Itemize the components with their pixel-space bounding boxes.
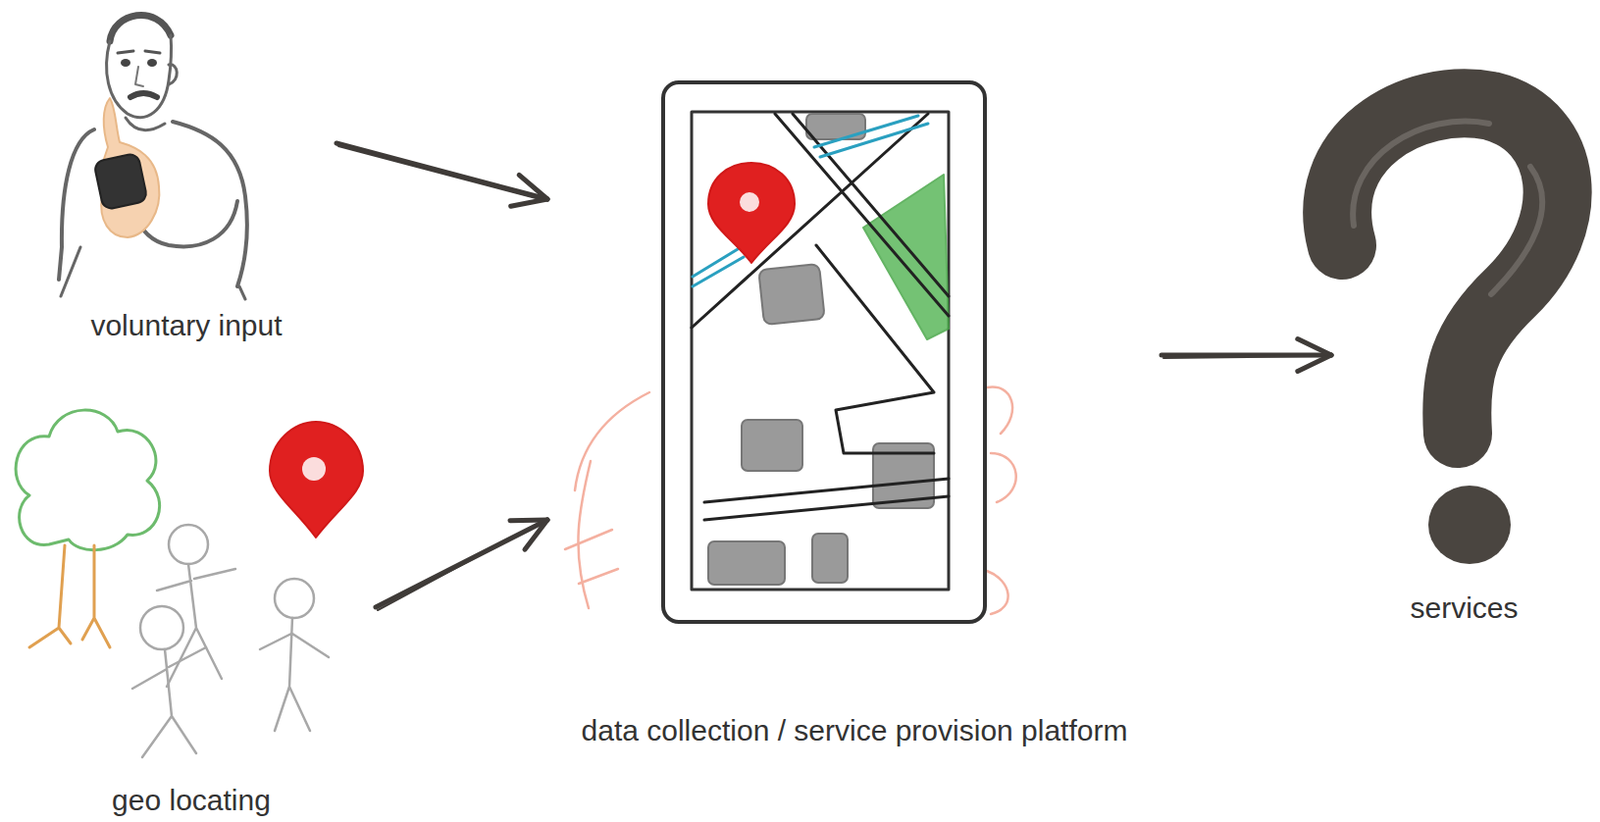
phone-map-part: [565, 529, 619, 584]
question-mark-part: [1337, 103, 1557, 434]
geo-scene-part: [132, 524, 329, 758]
sketch-arrow: [375, 519, 548, 611]
person-figure-part: [135, 66, 144, 87]
geo-scene-part: [29, 545, 110, 648]
person-figure-part: [125, 117, 165, 131]
node-label: geo locating: [111, 783, 271, 819]
geo-scene-part: [15, 410, 160, 551]
question-mark-part: [1428, 485, 1511, 565]
person-figure: [58, 14, 248, 300]
geo-scene-part: [156, 564, 236, 687]
node-label: voluntary input: [90, 308, 282, 344]
phone-map-part: [663, 82, 985, 622]
phone-map-part: [774, 113, 949, 316]
phone-map-part: [577, 461, 591, 609]
person-figure-part: [117, 51, 160, 53]
arrow-shaft: [338, 146, 544, 201]
phone-map-part: [739, 192, 760, 212]
illustrated-node: geo locating: [9, 407, 373, 820]
geo-scene: [15, 410, 363, 758]
phone-map: [565, 82, 1017, 622]
arrow-head: [518, 174, 548, 200]
phone-map-part: [986, 570, 1009, 615]
person-figure-part: [109, 14, 171, 42]
arrow-shaft: [336, 143, 548, 200]
arrow-shaft: [1163, 356, 1328, 359]
arrow-head: [524, 519, 548, 550]
geo-scene-part: [168, 524, 208, 565]
arrow-head: [1297, 339, 1332, 357]
arrow-head: [1297, 355, 1332, 372]
phone-map-part: [691, 113, 929, 328]
node-label: services: [1409, 590, 1518, 626]
phone-map-part: [814, 115, 929, 157]
person-figure-part: [106, 35, 172, 118]
geo-scene-part: [140, 606, 184, 650]
geo-scene-part: [274, 578, 314, 619]
person-figure-part: [60, 247, 246, 300]
arrow-head: [510, 517, 548, 524]
person-figure-part: [130, 93, 157, 98]
phone-map-part: [816, 245, 934, 454]
illustrated-node: voluntary input: [39, 0, 334, 346]
question-mark: [1337, 103, 1557, 565]
person-figure-part: [168, 64, 177, 85]
person-figure-part: [93, 153, 148, 210]
question-mark-part: [1352, 121, 1543, 295]
phone-map-part: [986, 386, 1013, 434]
phone-map-part: [692, 249, 744, 287]
arrow-head: [511, 199, 548, 207]
geo-scene-part: [132, 647, 207, 758]
node-label: data collection / service provision plat…: [581, 709, 1129, 753]
phone-map-part: [692, 115, 929, 287]
phone-map-part: [863, 174, 949, 340]
phone-map-part: [812, 533, 848, 583]
phone-map-part: [990, 453, 1017, 503]
geo-scene-part: [259, 618, 329, 731]
phone-map-part: [691, 113, 949, 520]
phone-map-part: [741, 419, 803, 471]
arrow-shaft: [1161, 353, 1332, 359]
arrow-shaft: [377, 520, 544, 611]
phone-map-part: [704, 496, 949, 520]
person-figure-part: [120, 58, 131, 67]
person-figure-part: [147, 58, 157, 67]
illustrated-node: data collection / service provision plat…: [550, 78, 1159, 756]
phone-map-part: [792, 113, 949, 297]
phone-map-part: [758, 263, 826, 325]
sketch-arrow: [336, 143, 548, 207]
phone-map-part: [708, 162, 795, 263]
phone-map-part: [708, 541, 785, 585]
phone-map-part: [708, 113, 934, 585]
phone-map-part: [691, 111, 949, 590]
sketch-arrow: [1161, 339, 1332, 372]
geo-scene-part: [269, 421, 363, 538]
illustrated-node: services: [1334, 88, 1595, 628]
geo-scene-part: [302, 457, 326, 481]
